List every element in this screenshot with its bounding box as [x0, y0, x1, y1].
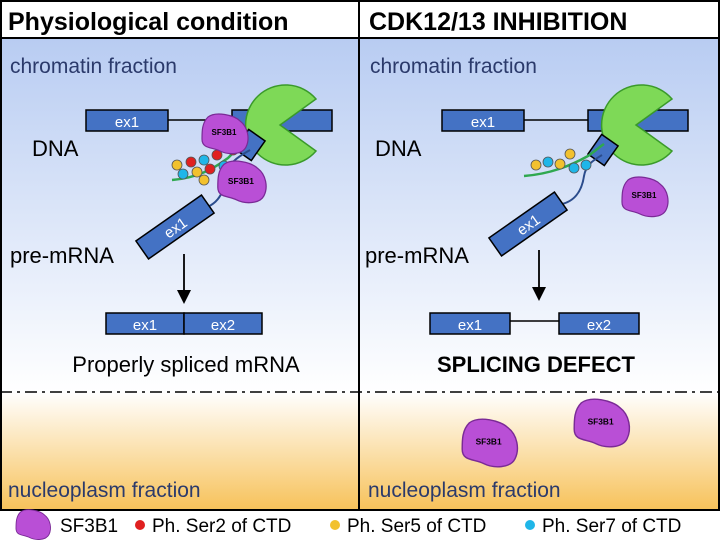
right-mrna-exon2 — [558, 312, 640, 335]
left-mrna-exon2 — [183, 312, 263, 335]
left-premrna-label: pre-mRNA — [10, 243, 114, 268]
right-nucleoplasm-label: nucleoplasm fraction — [368, 479, 561, 502]
right-sf3b1-free: SF3B1 — [621, 176, 669, 218]
left-polymerase — [244, 84, 318, 166]
right-ctd-tail — [523, 142, 605, 178]
legend-ser7-swatch — [525, 520, 535, 530]
right-ser5-dot — [554, 158, 566, 170]
legend-sf3b1-label: SF3B1 — [60, 516, 118, 537]
right-mrna-exon2-label: ex2 — [587, 317, 611, 334]
left-arrowhead — [177, 290, 191, 304]
right-ser5-dot — [564, 148, 576, 160]
legend-ser5-label: Ph. Ser5 of CTD — [347, 516, 486, 537]
left-ser7-dot — [198, 154, 210, 166]
right-ser7-dot — [580, 159, 592, 171]
right-arrowhead — [532, 287, 546, 301]
left-chromatin-label: chromatin fraction — [10, 55, 177, 78]
right-panel-header: CDK12/13 INHIBITION — [369, 8, 627, 36]
left-sf3b1-bottom: SF3B1 — [217, 160, 267, 204]
legend-ser7-label: Ph. Ser7 of CTD — [542, 516, 681, 537]
left-premrna-exon1: ex1 — [134, 194, 216, 260]
right-premrna-label: pre-mRNA — [365, 243, 469, 268]
left-ser2-dot — [185, 156, 197, 168]
right-result-label: SPLICING DEFECT — [437, 352, 636, 377]
legend-sf3b1-icon — [15, 509, 51, 540]
right-mrna-exon1-label: ex1 — [458, 317, 482, 334]
legend-ser2-label: Ph. Ser2 of CTD — [152, 516, 291, 537]
right-mrna-exon1 — [429, 312, 511, 335]
left-ser5-dot — [198, 174, 210, 186]
right-ser7-dot — [542, 156, 554, 168]
right-dna-label: DNA — [375, 136, 422, 161]
left-result-label: Properly spliced mRNA — [72, 352, 300, 377]
left-ser5-dot — [191, 166, 203, 178]
right-dna-exon1 — [441, 109, 525, 132]
right-nucleoplasm-sf3b1-upper-label: SF3B1 — [588, 416, 614, 426]
left-panel-header: Physiological condition — [8, 8, 289, 36]
left-nucleoplasm-label: nucleoplasm fraction — [8, 479, 201, 502]
left-sf3b1-bottom-label: SF3B1 — [228, 176, 254, 186]
right-nucleoplasm-sf3b1-lower: SF3B1 — [461, 418, 519, 468]
right-polymerase — [600, 84, 674, 166]
left-ser7-dot — [177, 168, 189, 180]
left-mrna-exon2-label: ex2 — [211, 317, 235, 334]
right-premrna-exon1: ex1 — [487, 191, 569, 257]
left-mrna-exon1-label: ex1 — [133, 317, 157, 334]
left-ser5-dot — [171, 159, 183, 171]
left-dna-exon1 — [85, 109, 169, 132]
right-sf3b1-free-label: SF3B1 — [632, 191, 657, 200]
left-dna-exon1-label: ex1 — [115, 114, 139, 131]
right-nucleoplasm-sf3b1-upper: SF3B1 — [573, 398, 631, 448]
left-sf3b1-top: SF3B1 — [201, 113, 249, 155]
right-chromatin-label: chromatin fraction — [370, 55, 537, 78]
legend-ser5-swatch — [330, 520, 340, 530]
left-dna-label: DNA — [32, 136, 79, 161]
left-sf3b1-top-label: SF3B1 — [212, 128, 237, 137]
right-premrna-strand — [554, 154, 603, 206]
right-ser5-dot — [530, 159, 542, 171]
left-ser2-dot — [204, 163, 216, 175]
right-ser7-dot — [568, 162, 580, 174]
right-dna-exon1-label: ex1 — [471, 114, 495, 131]
legend-ser2-swatch — [135, 520, 145, 530]
right-nucleoplasm-sf3b1-lower-label: SF3B1 — [476, 436, 502, 446]
